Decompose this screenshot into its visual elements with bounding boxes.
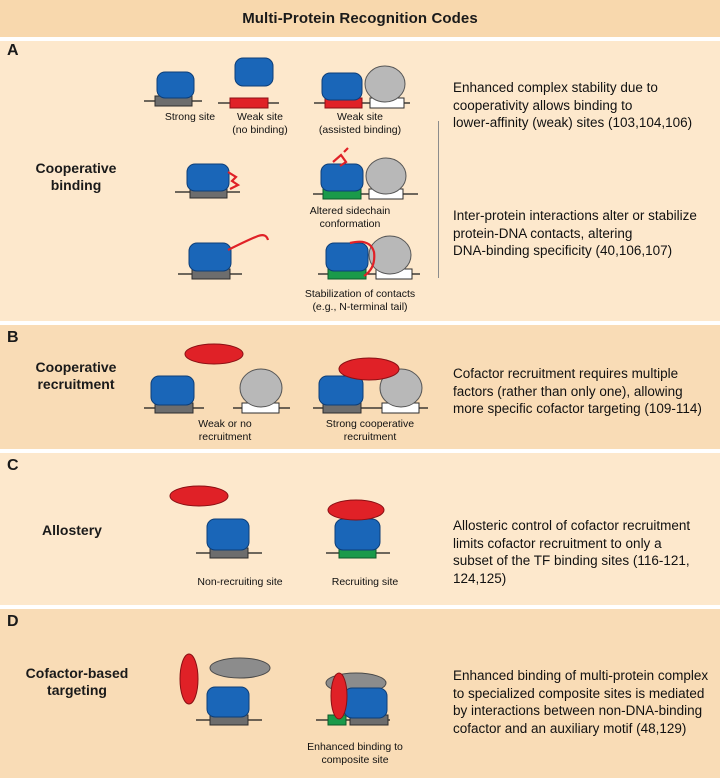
panel-a-heading: Cooperative binding [35,160,117,193]
caption-strong-recruitment: Strong cooperative recruitment [325,418,415,443]
cofactor [179,653,199,705]
panel-a-description-2: Inter-protein interactions alter or stab… [453,208,697,258]
tf-protein [234,57,274,87]
tf-protein [186,163,230,192]
non-dna-binding-cofactor [209,657,271,679]
n-terminal-tail [227,234,270,251]
caption-strong-site: Strong site [164,111,216,123]
a-weak-site-no-binding-group [218,57,279,109]
panel-c-heading: Allostery [42,522,102,538]
cofactor [184,343,244,365]
tf-protein [334,518,381,551]
figure-title-bar: Multi-Protein Recognition Codes [0,0,720,37]
c-non-recruiting-group [169,485,262,559]
tf-protein [150,375,195,406]
caption-stabilization: Stabilization of contacts (e.g., N-termi… [304,288,416,313]
sidechain-red [227,171,241,190]
a-strong-site-group [144,71,202,107]
partner-protein [365,157,407,195]
a-sidechain-left-group [175,163,241,199]
panel-a-description-1: Enhanced complex stability due to cooper… [453,80,693,130]
a-weak-site-assisted-group [314,65,410,109]
cofactor [338,357,400,381]
panel-b-description: Cofactor recruitment requires multiple f… [453,366,702,416]
b-weak-recruitment-group [144,343,290,414]
tf-protein [321,72,363,101]
tf-protein [320,163,364,192]
cofactor [330,672,348,720]
sidechain-red [332,147,349,167]
panel-d-letter: D [7,613,19,630]
d-composite-group [316,672,390,726]
partner-protein [364,65,406,103]
tf-protein [156,71,195,99]
caption-weak-recruitment: Weak or no recruitment [198,418,252,443]
panel-c-description: Allosteric control of cofactor recruitme… [453,518,691,586]
a-sidechain-right-group [313,147,418,200]
panel-a-bracket-line [438,121,439,278]
weak-binding-site [229,97,269,109]
tf-protein [206,518,250,551]
b-strong-recruitment-group [313,357,428,414]
tf-protein [343,687,388,719]
panel-b-letter: B [7,329,19,346]
partner-protein [368,235,412,275]
panel-d-heading: Cofactor-based targeting [25,665,129,698]
n-terminal-tail [349,240,376,277]
caption-non-recruiting-site: Non-recruiting site [197,576,283,588]
tf-protein [206,686,250,718]
caption-recruiting-site: Recruiting site [331,576,399,588]
panel-a-letter: A [7,42,19,59]
cofactor [169,485,229,507]
partner-protein [239,368,283,408]
caption-weak-site-assisted: Weak site (assisted binding) [318,111,402,136]
partner-protein [379,368,423,408]
caption-altered-sidechain: Altered sidechain conformation [309,205,391,230]
cofactor [327,499,385,521]
figure-title: Multi-Protein Recognition Codes [242,10,478,27]
panel-d-description: Enhanced binding of multi-protein comple… [453,668,709,736]
d-free-group [179,653,271,726]
tf-protein [325,242,369,272]
panel-c-letter: C [7,457,19,474]
tf-protein [318,375,364,406]
caption-composite-site: Enhanced binding to composite site [307,741,403,766]
a-tail-left-group [178,234,270,280]
c-recruiting-group [326,499,390,559]
caption-weak-site-no-binding: Weak site (no binding) [232,111,288,136]
a-tail-right-group [318,235,420,280]
tf-protein [188,242,232,272]
panel-b-heading: Cooperative recruitment [35,359,117,392]
